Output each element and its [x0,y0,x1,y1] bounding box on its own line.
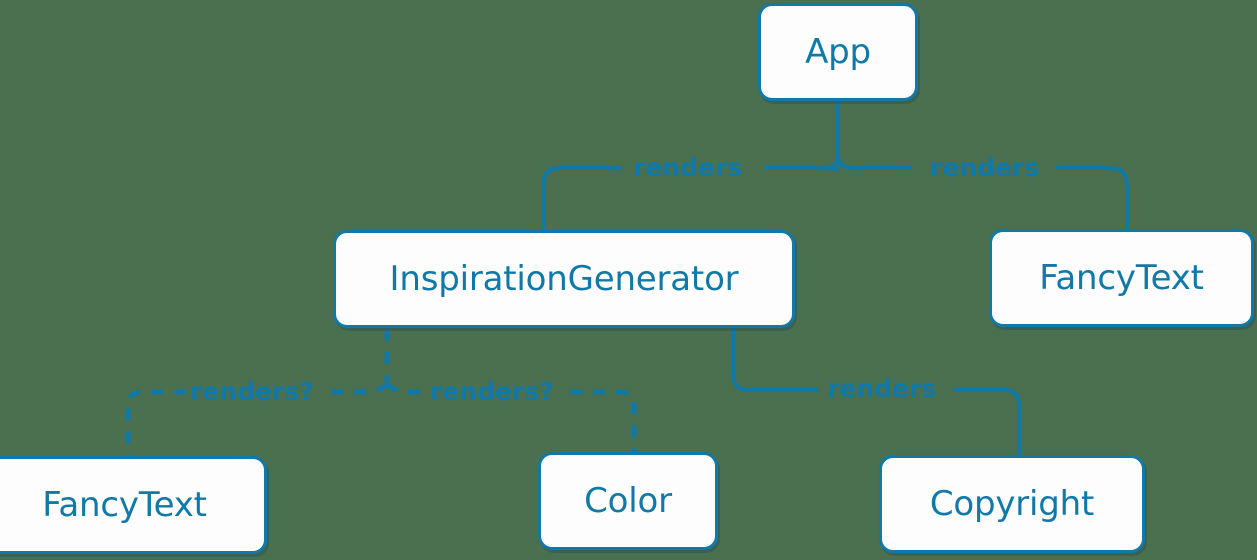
edge-copyright-run [953,388,1021,457]
node-color[interactable]: Color [538,452,718,550]
edge-inspirationgenerator-to-copyright [731,327,819,392]
node-app-label: App [805,32,871,72]
edge-dashed-right-run [570,389,637,452]
edge-app-joint-left [764,153,840,170]
node-fancytext-top[interactable]: FancyText [989,229,1254,327]
edge-app-right-run [1055,166,1129,231]
node-copyright-label: Copyright [929,484,1095,524]
edge-label-app-to-fancytext: renders [930,153,1040,182]
node-inspirationgenerator[interactable]: InspirationGenerator [333,230,795,328]
edge-app-to-fancytext [836,153,912,170]
edge-label-inspirationgenerator-to-color: renders? [430,377,554,406]
edge-label-app-to-inspirationgenerator: renders [633,153,743,182]
node-fancytext-bottom[interactable]: FancyText [0,456,267,554]
edge-inspirationgenerator-to-color-dashed [385,382,424,395]
node-color-label: Color [584,481,672,521]
node-fancytext-bottom-label: FancyText [42,485,207,525]
node-copyright[interactable]: Copyright [879,455,1145,553]
node-inspirationgenerator-label: InspirationGenerator [389,259,739,299]
edge-label-inspirationgenerator-to-copyright: renders [827,374,937,403]
edge-inspirationgenerator-to-fancytext-dashed [330,382,389,395]
edge-dashed-left-run [125,389,186,456]
node-app[interactable]: App [758,3,918,101]
node-fancytext-top-label: FancyText [1039,258,1204,298]
edge-label-inspirationgenerator-to-fancytext: renders? [190,377,314,406]
